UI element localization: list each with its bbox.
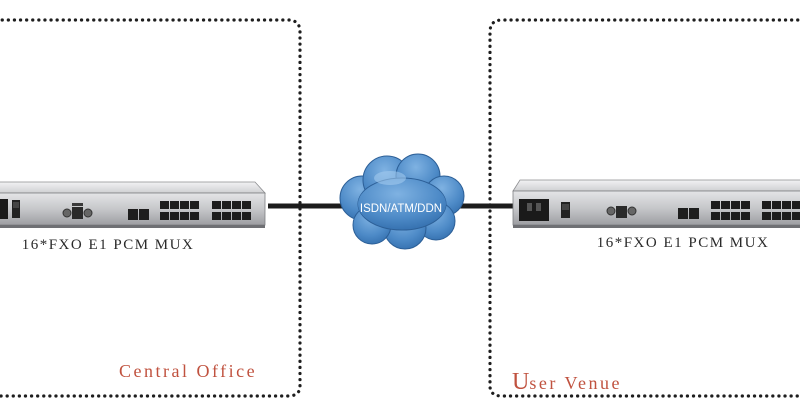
left-network-port-1	[128, 209, 138, 220]
right-rj11-port-block-a	[711, 201, 750, 220]
left-bnc-connector	[62, 208, 72, 218]
right-e1-port	[616, 206, 627, 218]
left-e1-port	[72, 207, 83, 219]
central-office-zone-border	[0, 18, 302, 398]
right-rj11-port-block-b	[762, 201, 800, 220]
right-device-label: 16*FXO E1 PCM MUX	[597, 235, 770, 251]
right-network-port-1	[678, 208, 688, 219]
right-bnc-connector	[606, 206, 616, 216]
right-network-port-2	[689, 208, 699, 219]
central-office-label: Central Office	[119, 361, 257, 381]
user-venue-zone-border	[488, 18, 800, 398]
right-pcm-mux-device	[512, 179, 800, 228]
left-device-label: 16*FXO E1 PCM MUX	[22, 237, 195, 253]
left-rj11-port-block-a	[160, 201, 199, 220]
cloud-label: ISDN/ATM/DDN	[360, 203, 442, 215]
user-venue-label-rest: ser Venue	[529, 373, 622, 393]
user-venue-label-initial: U	[512, 369, 529, 395]
left-rj11-port-block-b	[212, 201, 251, 220]
network-cloud: ISDN/ATM/DDN	[339, 153, 465, 250]
left-power-switch	[12, 200, 20, 218]
left-pcm-mux-device	[0, 181, 266, 228]
left-network-port-2	[139, 209, 149, 220]
right-power-socket	[519, 199, 549, 221]
left-power-socket	[0, 199, 8, 219]
user-venue-label: User Venue	[512, 369, 622, 395]
